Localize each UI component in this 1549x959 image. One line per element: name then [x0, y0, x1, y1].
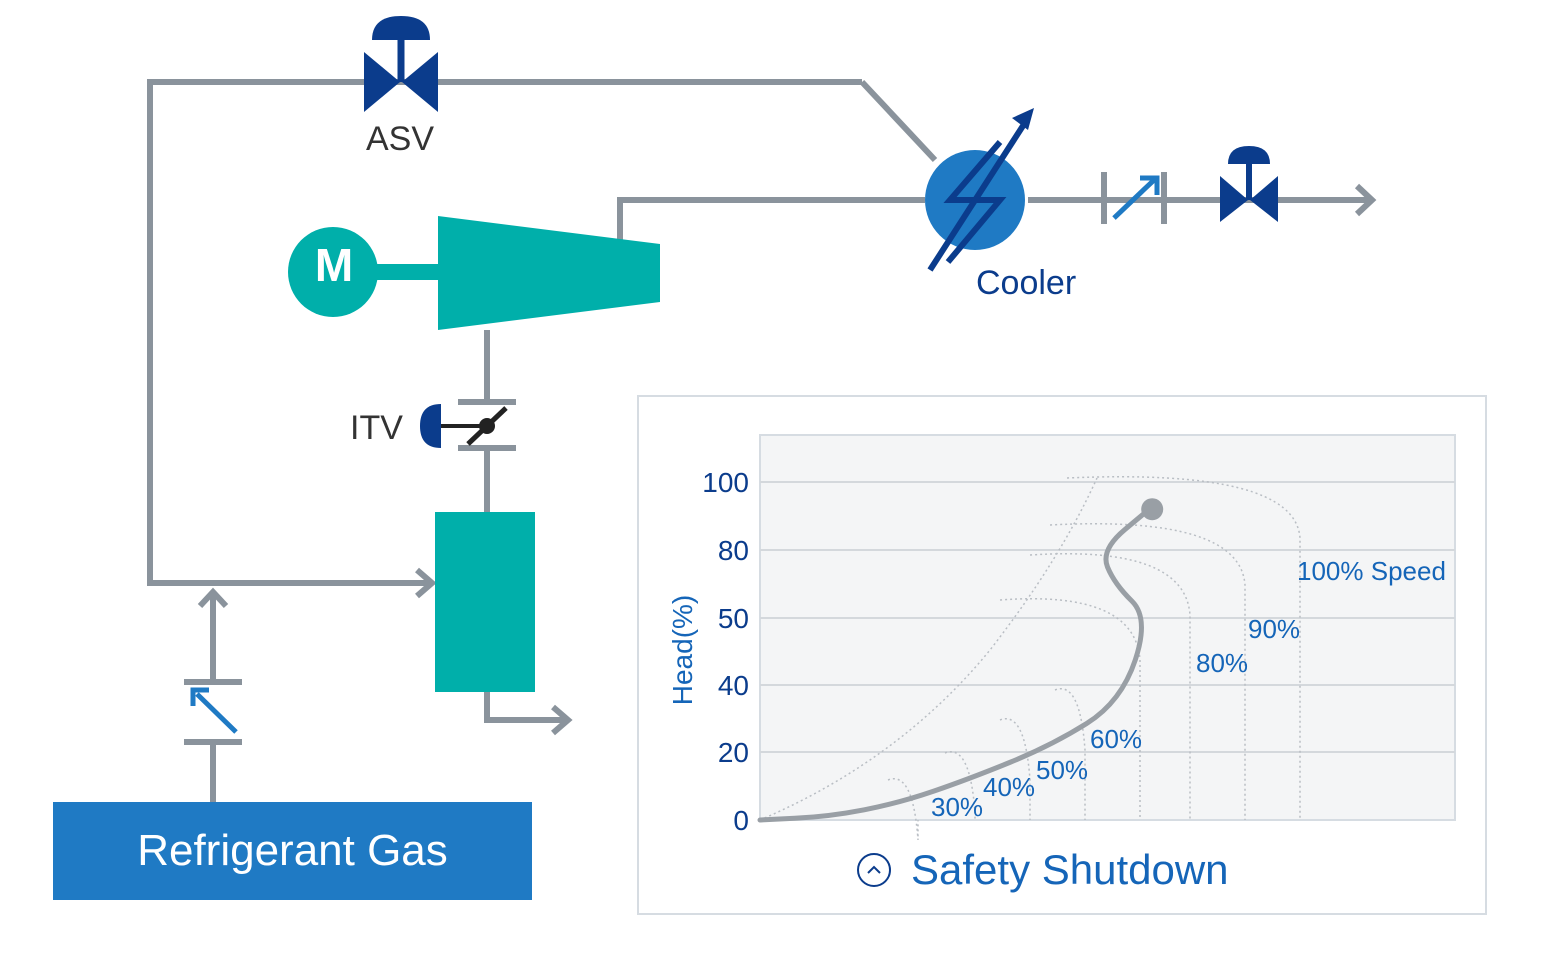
recycle-pipe — [147, 79, 862, 586]
speed-curve — [1049, 523, 1246, 820]
refrigerant-gas-box: Refrigerant Gas — [53, 802, 532, 900]
trajectory-end-point — [1141, 498, 1164, 521]
y-tick-label: 50 — [718, 603, 749, 634]
plot-area — [759, 434, 1456, 821]
cooler-label: Cooler — [976, 264, 1077, 302]
y-tick-label: 0 — [733, 805, 749, 836]
discharge-to-cooler-line — [859, 79, 938, 163]
discharge-pipe — [617, 197, 925, 240]
motor-label: M — [314, 239, 354, 291]
speed-curve — [887, 778, 919, 841]
asv-valve-icon[interactable] — [364, 16, 438, 112]
y-tick-label: 20 — [718, 737, 749, 768]
control-valve-icon[interactable] — [184, 679, 242, 745]
outlet-instrument-icon — [1101, 172, 1167, 224]
speed-labels: 30%40%50%60% 80%90% 100% Speed — [931, 556, 1446, 822]
speed-label: 60% — [1090, 724, 1142, 754]
speed-curve — [999, 718, 1031, 820]
y-tick-labels: 0 20 40 50 80 100 — [702, 467, 749, 836]
y-axis-label: Head(%) — [667, 595, 698, 705]
safety-shutdown-toggle[interactable]: Safety Shutdown — [857, 846, 1229, 894]
speed-label: 30% — [931, 792, 983, 822]
compressor-icon — [438, 216, 660, 330]
speed-curve — [944, 751, 976, 820]
speed-curve — [1066, 476, 1301, 820]
speed-label: 100% Speed — [1297, 556, 1446, 586]
grid-lines — [760, 481, 1455, 753]
speed-label: 90% — [1248, 614, 1300, 644]
drum-icon — [435, 512, 535, 692]
surge-line — [759, 477, 1098, 821]
drain-arrowhead — [551, 704, 573, 736]
cooler-icon — [925, 108, 1034, 272]
speed-label: 80% — [1196, 648, 1248, 678]
itv-label: ITV — [350, 409, 403, 447]
itv-valve-icon[interactable] — [420, 399, 516, 451]
chevron-up-icon[interactable] — [857, 853, 891, 887]
drum-drain-pipe — [484, 692, 565, 723]
series-layer — [757, 498, 1164, 823]
y-tick-label: 80 — [718, 535, 749, 566]
y-tick-label: 100 — [702, 467, 749, 498]
speed-label: 50% — [1036, 755, 1088, 785]
y-tick-label: 40 — [718, 670, 749, 701]
refrigerant-gas-label: Refrigerant Gas — [137, 826, 448, 875]
operating-trajectory — [757, 506, 1152, 823]
motor-icon — [288, 227, 440, 317]
safety-shutdown-label: Safety Shutdown — [911, 846, 1229, 893]
outlet-valve-icon[interactable] — [1220, 146, 1278, 222]
feed-arrowhead — [197, 587, 229, 609]
asv-label: ASV — [366, 120, 435, 158]
speed-curve — [1054, 688, 1086, 820]
outlet-arrowhead — [1354, 183, 1377, 217]
surge-limit-line — [759, 477, 1098, 821]
recycle-arrowhead — [415, 567, 437, 599]
speed-label: 40% — [983, 772, 1035, 802]
